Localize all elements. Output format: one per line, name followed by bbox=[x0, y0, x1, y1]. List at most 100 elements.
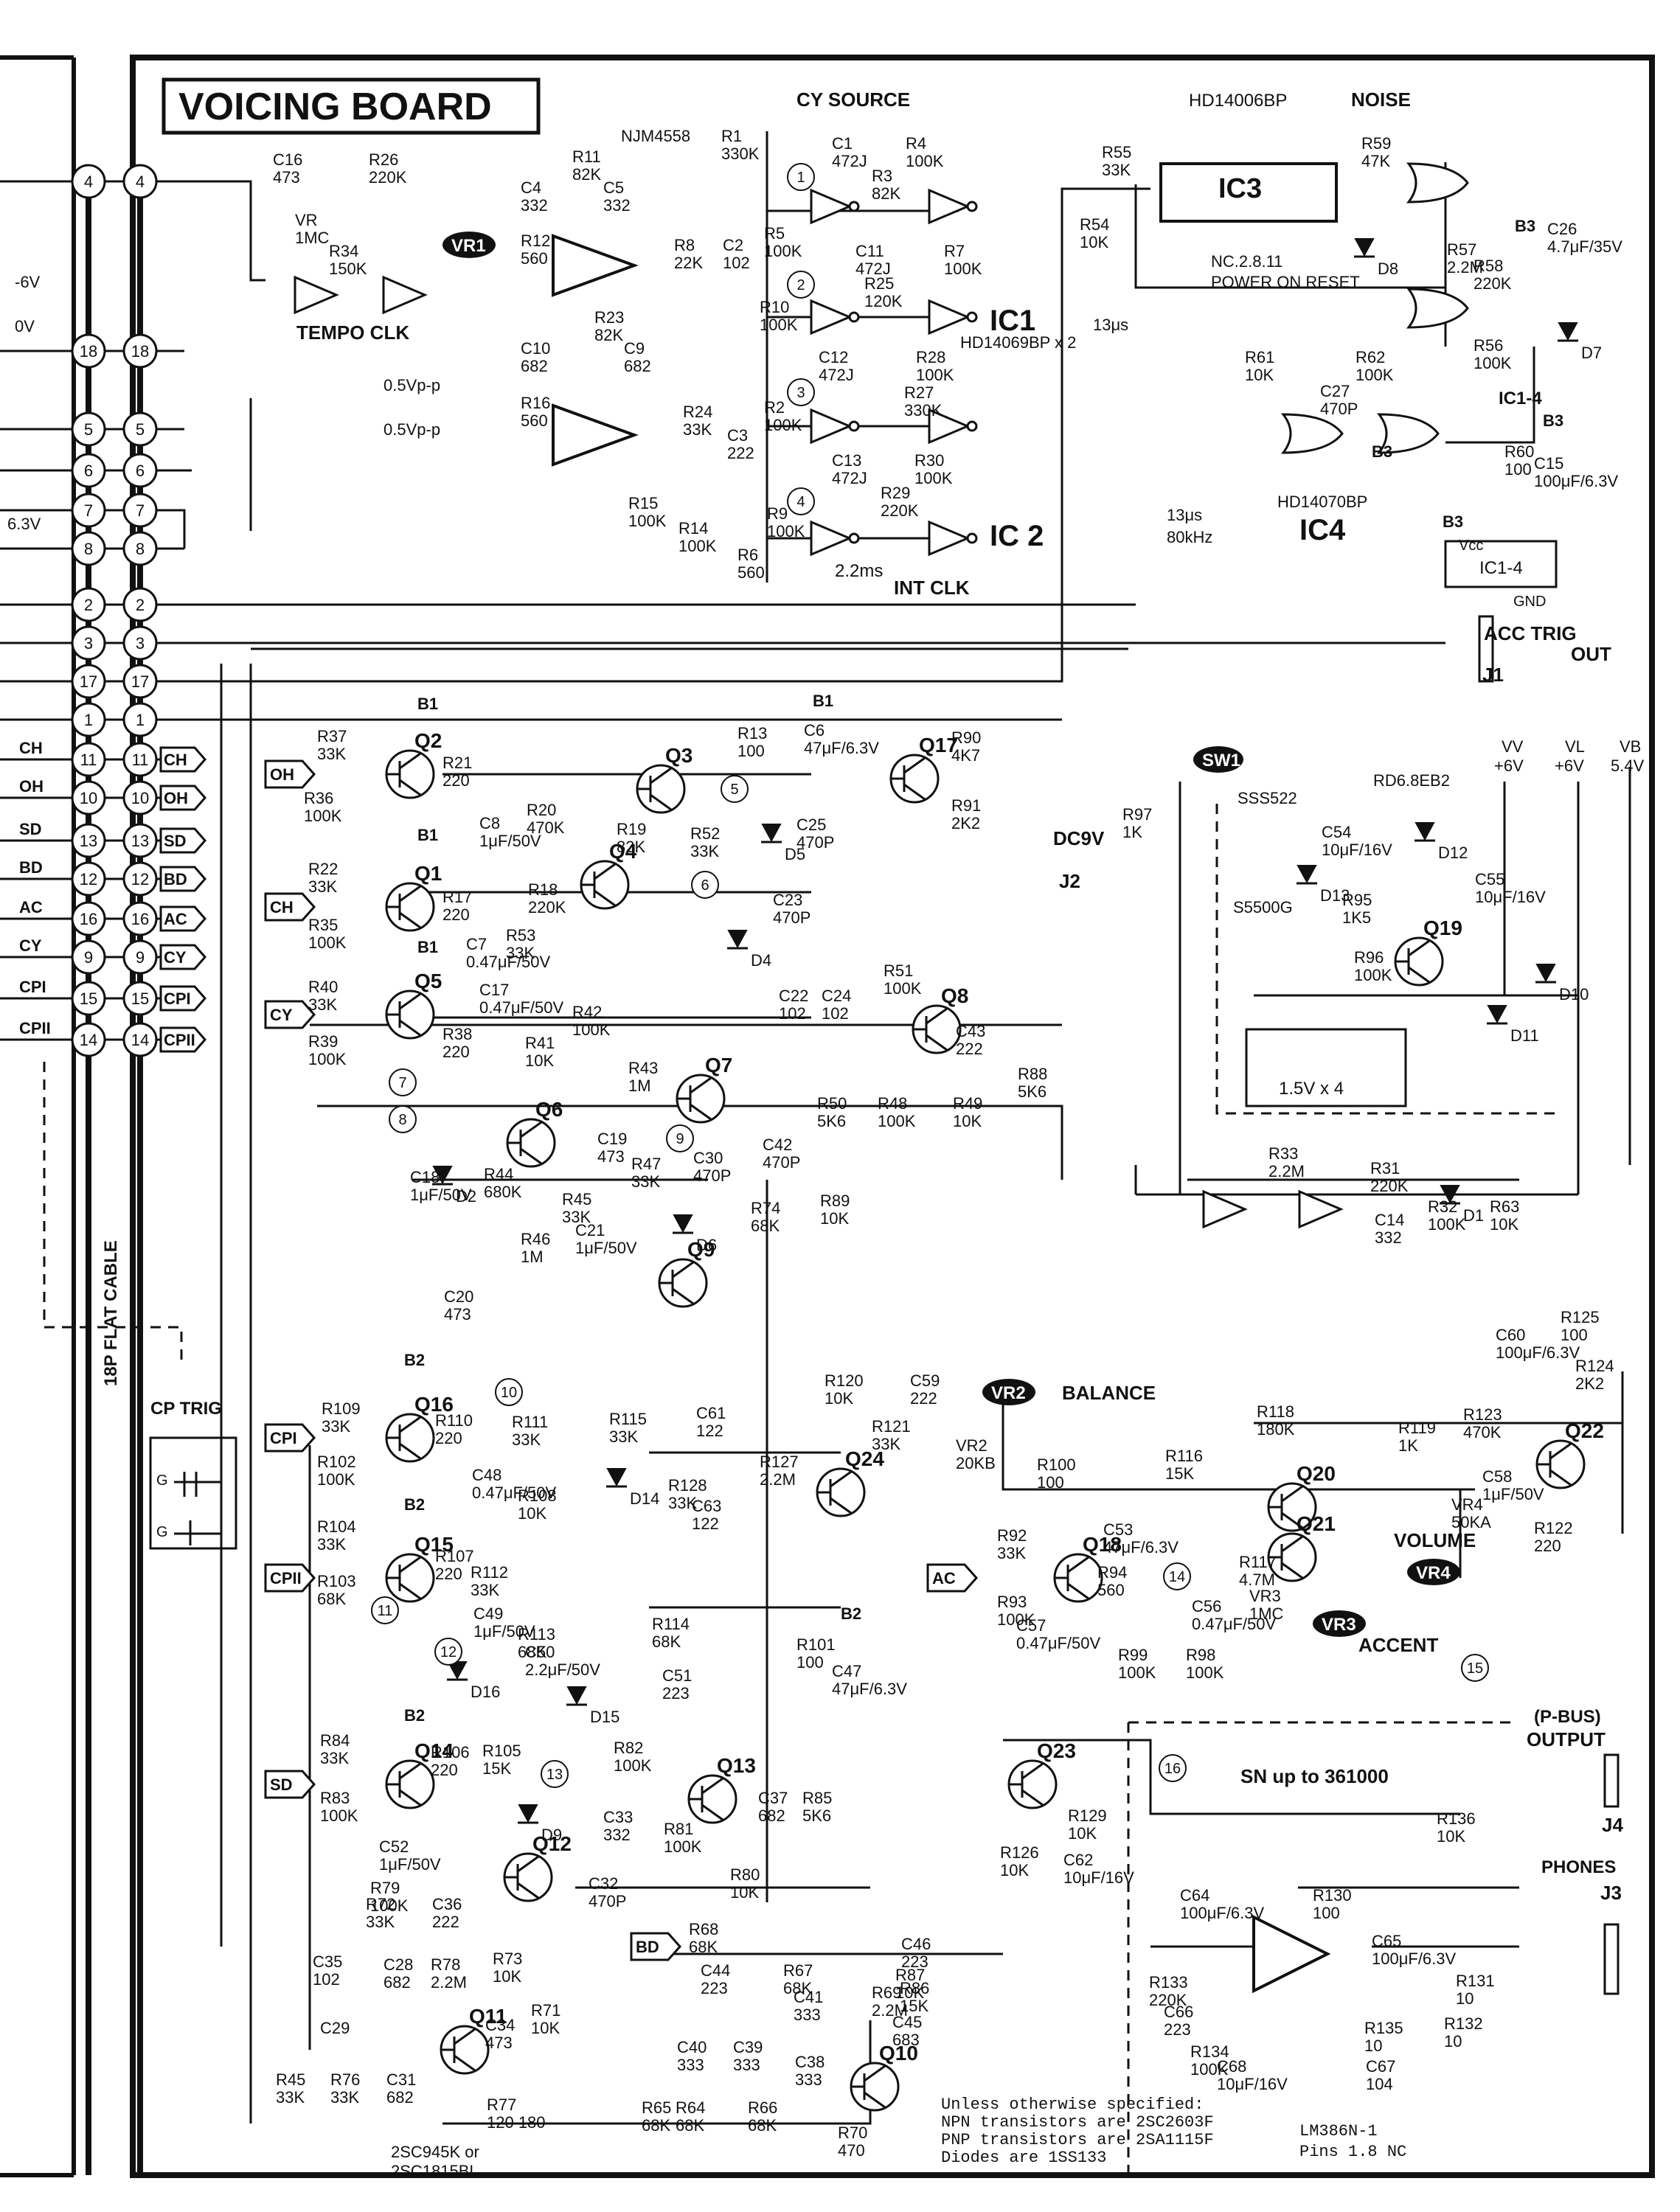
component-value: 100K bbox=[1190, 2060, 1229, 2079]
transistor-label: Q1 bbox=[414, 862, 442, 885]
component-value: 33K bbox=[562, 1208, 591, 1226]
component-ref: R106 bbox=[431, 1743, 470, 1761]
connector-signal-label: CY bbox=[19, 936, 42, 955]
component-ref: R62 bbox=[1356, 348, 1385, 366]
component-ref: R74 bbox=[751, 1199, 780, 1217]
component-value: 100K bbox=[308, 1050, 347, 1068]
diode-label: D13 bbox=[1320, 886, 1350, 905]
connector-pin bbox=[122, 823, 158, 858]
component-ref: R5 bbox=[764, 224, 785, 243]
component-value: 102 bbox=[779, 1004, 806, 1023]
wire bbox=[156, 180, 265, 282]
component-ref: C20 bbox=[444, 1287, 473, 1306]
test-point-number: 2 bbox=[796, 277, 805, 293]
connector-pin bbox=[71, 742, 106, 777]
component-value: 100K bbox=[614, 1756, 652, 1775]
supply-label: B2 bbox=[841, 1604, 861, 1623]
component-value: 222 bbox=[910, 1389, 937, 1408]
component-value: 220 bbox=[442, 771, 470, 790]
ic4-label: IC4 bbox=[1299, 514, 1346, 546]
component-ref: R83 bbox=[320, 1789, 350, 1807]
component-ref: R36 bbox=[304, 789, 333, 807]
component-ref: R126 bbox=[1000, 1843, 1039, 1862]
component-ref: C36 bbox=[432, 1895, 462, 1913]
component-ref: C13 bbox=[832, 451, 861, 470]
inverter-gate bbox=[928, 520, 971, 557]
test-point bbox=[434, 1638, 462, 1666]
opamp bbox=[552, 234, 639, 297]
component-ref: C18 bbox=[410, 1168, 440, 1186]
note-line-1: NPN transistors are 2SC2603F bbox=[941, 2113, 1214, 2132]
component-ref: R64 bbox=[676, 2098, 705, 2117]
battery-label: 1.5V x 4 bbox=[1279, 1079, 1344, 1099]
component-value: 223 bbox=[901, 1952, 928, 1971]
component-value: 33K bbox=[683, 420, 712, 439]
component-ref: C32 bbox=[589, 1874, 618, 1893]
component-ref: C58 bbox=[1482, 1467, 1512, 1486]
component-value: 5K6 bbox=[1018, 1082, 1046, 1101]
connector-pin bbox=[122, 742, 158, 777]
transistor-q20: Q20 bbox=[1267, 1462, 1336, 1532]
j4-label: J4 bbox=[1602, 1814, 1623, 1836]
tag-shape bbox=[264, 1770, 316, 1799]
gnd-label: GND bbox=[1513, 594, 1546, 610]
connector-pin-number: 17 bbox=[80, 672, 97, 691]
transistor-leads bbox=[1268, 1535, 1303, 1579]
transistor-q13: Q13 bbox=[687, 1754, 756, 1824]
ic3-nc-note: NC.2.8.11 bbox=[1211, 252, 1282, 271]
component-value: 33K bbox=[631, 1172, 660, 1191]
vb-value: 5.4V bbox=[1611, 757, 1645, 775]
connector-pin bbox=[122, 625, 158, 661]
component-ref: C51 bbox=[662, 1666, 692, 1685]
tag-text: CPII bbox=[270, 1569, 302, 1587]
component-value: 68K bbox=[518, 1643, 546, 1661]
tag-shape bbox=[264, 1563, 316, 1593]
component-ref: C68 bbox=[1217, 2057, 1246, 2076]
component-ref: R49 bbox=[953, 1094, 982, 1113]
transistor-label: Q16 bbox=[414, 1393, 454, 1416]
component-value: 682 bbox=[383, 1973, 411, 1992]
connector-signal-label: AC bbox=[19, 898, 43, 917]
test-point bbox=[1163, 1562, 1191, 1590]
transistor-q7: Q7 bbox=[676, 1054, 732, 1124]
connector-pin bbox=[71, 493, 106, 528]
component-ref: R42 bbox=[572, 1003, 602, 1021]
signal-tag: CH bbox=[264, 892, 316, 922]
component-ref: R112 bbox=[471, 1563, 508, 1582]
component-value: 332 bbox=[521, 196, 548, 215]
diode-label: D6 bbox=[696, 1236, 717, 1254]
component-ref: R31 bbox=[1370, 1159, 1400, 1178]
component-ref: C55 bbox=[1475, 870, 1504, 888]
component-value: 68K bbox=[642, 2116, 670, 2135]
component-ref: C46 bbox=[901, 1935, 931, 1953]
component-ref: R26 bbox=[369, 150, 398, 169]
svg-text:SW1: SW1 bbox=[1202, 751, 1240, 771]
connector-pin-number: 10 bbox=[131, 789, 149, 807]
connector-pin bbox=[122, 164, 158, 199]
connector-tag-text: CPI bbox=[164, 990, 191, 1008]
transistor-leads bbox=[386, 1762, 421, 1806]
